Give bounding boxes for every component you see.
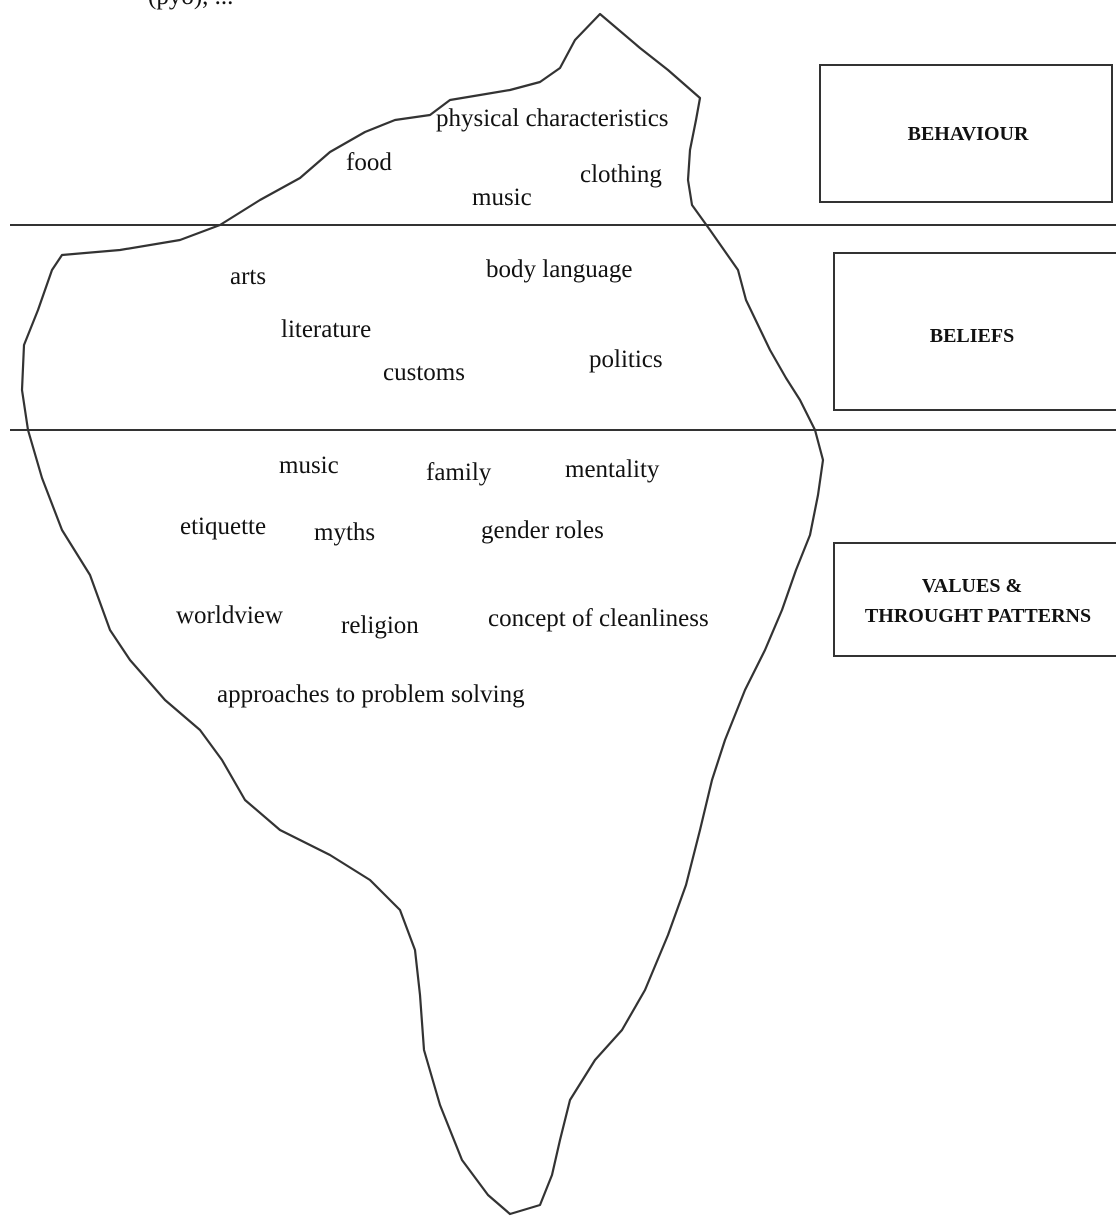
topic-concept-of-cleanliness: concept of cleanliness	[488, 605, 709, 632]
topic-politics: politics	[589, 346, 663, 373]
topic-food: food	[346, 149, 392, 176]
topic-religion: religion	[341, 612, 419, 639]
topic-approaches-to-problem-solving: approaches to problem solving	[217, 681, 525, 708]
topic-myths: myths	[314, 519, 375, 546]
topic-mentality: mentality	[565, 456, 660, 483]
iceberg-outline	[20, 12, 825, 1216]
topic-body-language: body language	[486, 256, 632, 283]
topic-gender-roles: gender roles	[481, 517, 604, 544]
topic-music-surface: music	[472, 184, 532, 211]
values-box	[833, 542, 1116, 657]
topic-family: family	[426, 459, 492, 486]
topic-literature: literature	[281, 316, 371, 343]
topic-music-deep: music	[279, 452, 339, 479]
values-label-line1: VALUES &	[922, 575, 1022, 597]
beliefs-label: BELIEFS	[930, 325, 1014, 347]
top-caption-fragment: (pyo), ...	[148, 0, 233, 10]
behaviour-box	[819, 64, 1113, 203]
beliefs-box	[833, 252, 1116, 411]
topic-customs: customs	[383, 359, 465, 386]
values-label-line2: THROUGHT PATTERNS	[865, 605, 1091, 627]
topic-arts: arts	[230, 263, 266, 290]
topic-worldview: worldview	[176, 602, 283, 629]
behaviour-label: BEHAVIOUR	[908, 123, 1029, 145]
topic-clothing: clothing	[580, 161, 662, 188]
topic-etiquette: etiquette	[180, 513, 266, 540]
topic-physical-characteristics: physical characteristics	[436, 105, 669, 132]
